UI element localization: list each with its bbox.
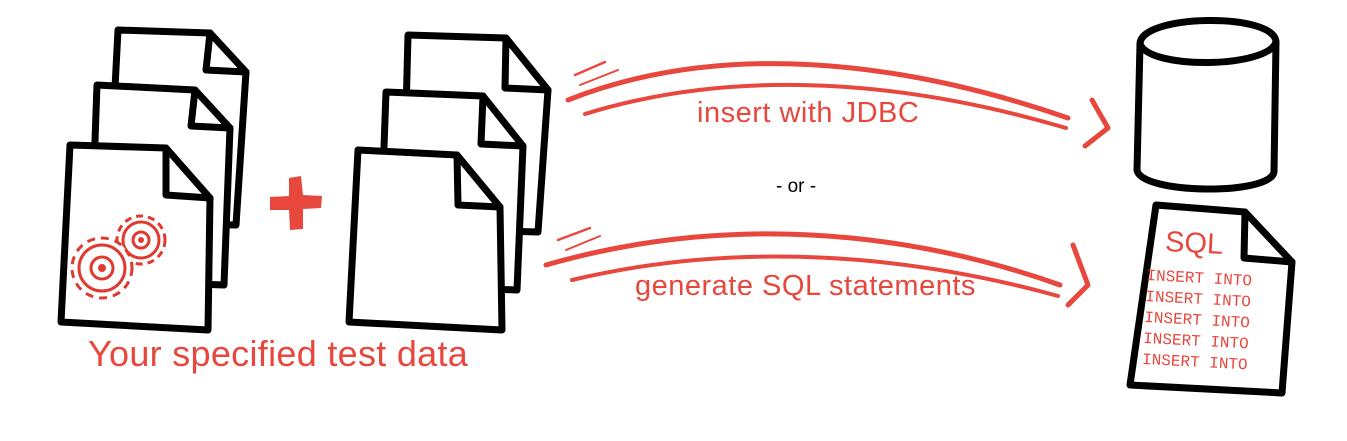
sql-arrow-label: generate SQL statements [635, 270, 976, 302]
sql-file-lines: INSERT INTO INSERT INTO INSERT INTO INSE… [1142, 266, 1253, 376]
sql-file-icon [1126, 201, 1296, 397]
jdbc-arrow-label: insert with JDBC [697, 97, 920, 129]
gears-icon [70, 214, 167, 300]
database-icon [1133, 17, 1280, 193]
blank-document-front [345, 146, 506, 334]
or-separator: - or - [776, 176, 817, 197]
jdbc-arrow [565, 60, 1111, 149]
plus-icon [270, 176, 322, 230]
spec-documents-stack [57, 26, 250, 334]
sql-arrow [543, 226, 1091, 308]
test-data-caption: Your specified test data [88, 333, 469, 374]
blank-documents-stack [345, 31, 552, 334]
sql-file-title: SQL [1164, 226, 1224, 261]
